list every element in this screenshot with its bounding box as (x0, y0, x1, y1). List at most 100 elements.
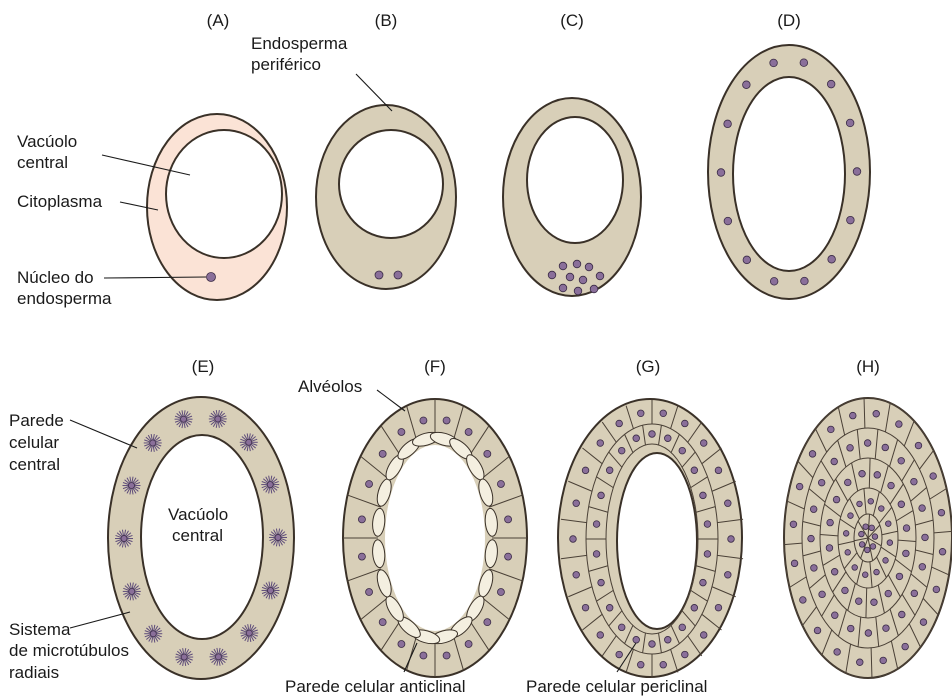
nucleus (849, 412, 856, 419)
nucleus (847, 625, 854, 632)
nucleus (874, 472, 881, 479)
label-line: endosperma (17, 289, 112, 308)
nucleus (808, 535, 815, 542)
nucleus (682, 651, 689, 658)
cell-c (503, 98, 641, 296)
nucleus (465, 428, 472, 435)
nucleus (566, 273, 574, 281)
nucleus (922, 534, 929, 541)
nucleus (394, 271, 402, 279)
nucleus (828, 255, 836, 263)
nucleus (724, 120, 732, 128)
nucleus (497, 589, 504, 596)
nucleus (872, 534, 878, 540)
nucleus (724, 500, 731, 507)
nucleus (831, 458, 838, 465)
nucleus (150, 440, 156, 446)
nucleus (618, 624, 625, 631)
nucleus (691, 604, 698, 611)
nucleus (796, 483, 803, 490)
nucleus (859, 531, 865, 537)
nucleus (366, 480, 373, 487)
nucleus (181, 654, 187, 660)
nucleus (573, 571, 580, 578)
label-line: central (9, 455, 60, 474)
nucleus (770, 59, 778, 67)
nucleus (633, 636, 640, 643)
nucleus (863, 524, 869, 530)
nucleus (582, 604, 589, 611)
nucleus (845, 550, 851, 556)
nucleus (919, 505, 926, 512)
nucleus (649, 641, 656, 648)
nucleus (379, 619, 386, 626)
nucleus (593, 551, 600, 558)
cell-f (343, 399, 527, 677)
cell-d (708, 45, 870, 299)
nucleus (660, 410, 667, 417)
label-line: Núcleo do (17, 268, 94, 287)
nucleus (649, 431, 656, 438)
nucleus (398, 641, 405, 648)
nucleus (933, 586, 940, 593)
nucleus (465, 641, 472, 648)
label-line: Parede (9, 411, 64, 430)
nucleus (819, 591, 826, 598)
nucleus (882, 444, 889, 451)
nucleus (420, 417, 427, 424)
nucleus (814, 627, 821, 634)
central-vacuole-d (733, 77, 845, 271)
nucleus (596, 272, 604, 280)
panel-label-g: (G) (636, 357, 661, 376)
nucleus (843, 531, 849, 537)
nucleus (919, 563, 926, 570)
nucleus (800, 59, 808, 67)
nucleus (267, 482, 273, 488)
nucleus (809, 451, 816, 458)
label-line: Alvéolos (298, 377, 362, 396)
nucleus (618, 447, 625, 454)
nucleus (915, 442, 922, 449)
nucleus (207, 273, 216, 282)
nucleus (616, 651, 623, 658)
nucleus (827, 80, 835, 88)
cell-a (147, 114, 287, 300)
nucleus (852, 565, 858, 571)
nucleus (597, 440, 604, 447)
nucleus (559, 262, 567, 270)
label-endosperma-periferico: Endosperma periférico (251, 34, 392, 111)
nucleus (903, 525, 910, 532)
label-line: celular (9, 433, 59, 452)
nucleus (831, 568, 838, 575)
nucleus (847, 216, 855, 224)
nucleus (857, 501, 863, 507)
nucleus (585, 263, 593, 271)
nucleus (704, 521, 711, 528)
panel-label-d: (D) (777, 11, 801, 30)
nucleus (275, 534, 281, 540)
nucleus (770, 278, 778, 286)
nucleus (573, 500, 580, 507)
nucleus (660, 661, 667, 668)
nucleus (246, 439, 252, 445)
nucleus (883, 625, 890, 632)
nucleus (856, 659, 863, 666)
label-line: Citoplasma (17, 192, 103, 211)
nucleus (896, 573, 903, 580)
nucleus (874, 569, 880, 575)
nucleus (268, 587, 274, 593)
nucleus (724, 217, 732, 225)
nucleus (679, 447, 686, 454)
nucleus (833, 496, 840, 503)
panel-label-e: (E) (192, 357, 215, 376)
nucleus (728, 536, 735, 543)
label-line: periférico (251, 55, 321, 74)
nucleus (880, 657, 887, 664)
nucleus (930, 473, 937, 480)
nucleus (873, 410, 880, 417)
nucleus (844, 479, 851, 486)
leader-line (70, 612, 130, 628)
nucleus (606, 467, 613, 474)
label-line: Parede celular periclinal (526, 677, 707, 696)
